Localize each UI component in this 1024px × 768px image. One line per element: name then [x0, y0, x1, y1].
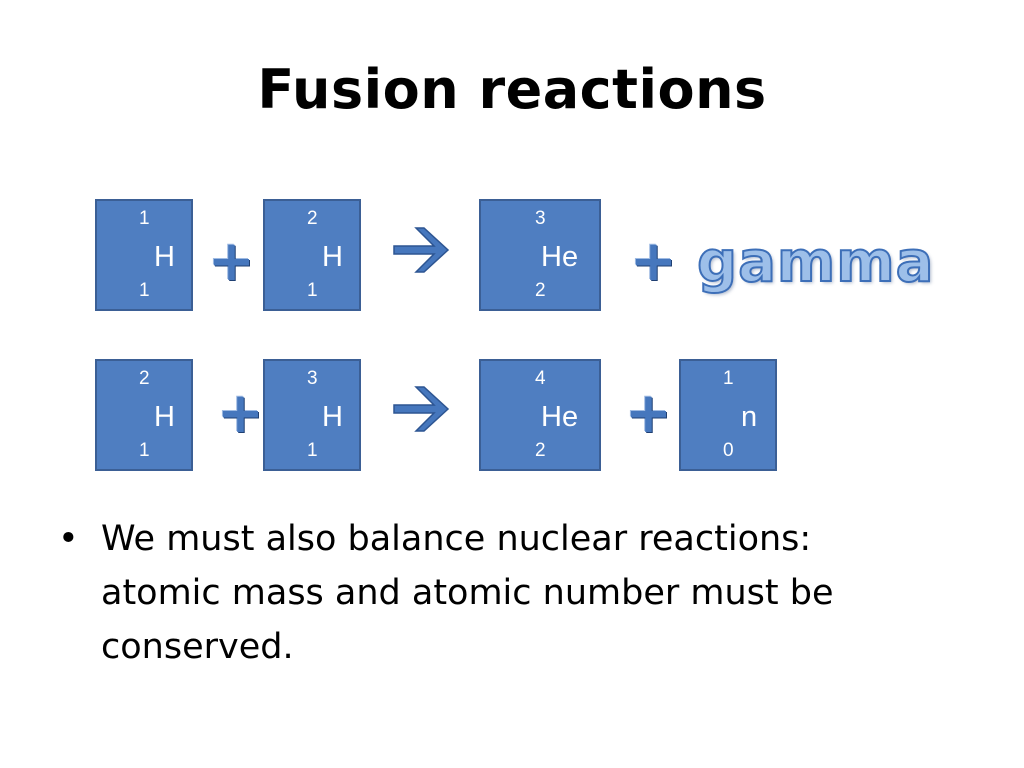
mass-number: 4 — [535, 368, 546, 389]
element-symbol: He — [541, 241, 579, 273]
element-symbol: H — [154, 241, 175, 273]
plus-icon: + — [625, 381, 672, 446]
mass-number: 3 — [307, 368, 318, 389]
mass-number: 3 — [535, 208, 546, 229]
nuclide-box-helium-3: 3 He 2 — [479, 199, 601, 311]
nuclide-box-hydrogen-2: 2 H 1 — [263, 199, 361, 311]
atomic-number: 1 — [139, 440, 150, 461]
nuclide-box-hydrogen-3: 3 H 1 — [263, 359, 361, 471]
right-arrow-icon — [393, 227, 450, 273]
atomic-number: 1 — [307, 440, 318, 461]
element-symbol: n — [741, 401, 758, 433]
right-arrow-icon — [393, 386, 450, 432]
mass-number: 1 — [139, 208, 150, 229]
nuclide-box-hydrogen-2: 2 H 1 — [95, 359, 193, 471]
atomic-number: 1 — [307, 280, 318, 301]
nuclide-box-neutron: 1 n 0 — [679, 359, 777, 471]
element-symbol: H — [322, 241, 343, 273]
bullet-text: We must also balance nuclear reactions: … — [101, 519, 834, 667]
mass-number: 2 — [307, 208, 318, 229]
nuclide-box-helium-4: 4 He 2 — [479, 359, 601, 471]
plus-icon: + — [208, 229, 255, 294]
gamma-wordart: gamma — [696, 229, 935, 296]
element-symbol: H — [154, 401, 175, 433]
plus-icon: + — [630, 229, 677, 294]
nuclide-box-hydrogen-1: 1 H 1 — [95, 199, 193, 311]
atomic-number: 2 — [535, 280, 546, 301]
plus-icon: + — [217, 381, 264, 446]
bullet-marker: • — [58, 519, 79, 559]
atomic-number: 0 — [723, 440, 734, 461]
mass-number: 1 — [723, 368, 734, 389]
atomic-number: 2 — [535, 440, 546, 461]
element-symbol: He — [541, 401, 579, 433]
atomic-number: 1 — [139, 280, 150, 301]
mass-number: 2 — [139, 368, 150, 389]
slide-title: Fusion reactions — [257, 58, 767, 121]
element-symbol: H — [322, 401, 343, 433]
